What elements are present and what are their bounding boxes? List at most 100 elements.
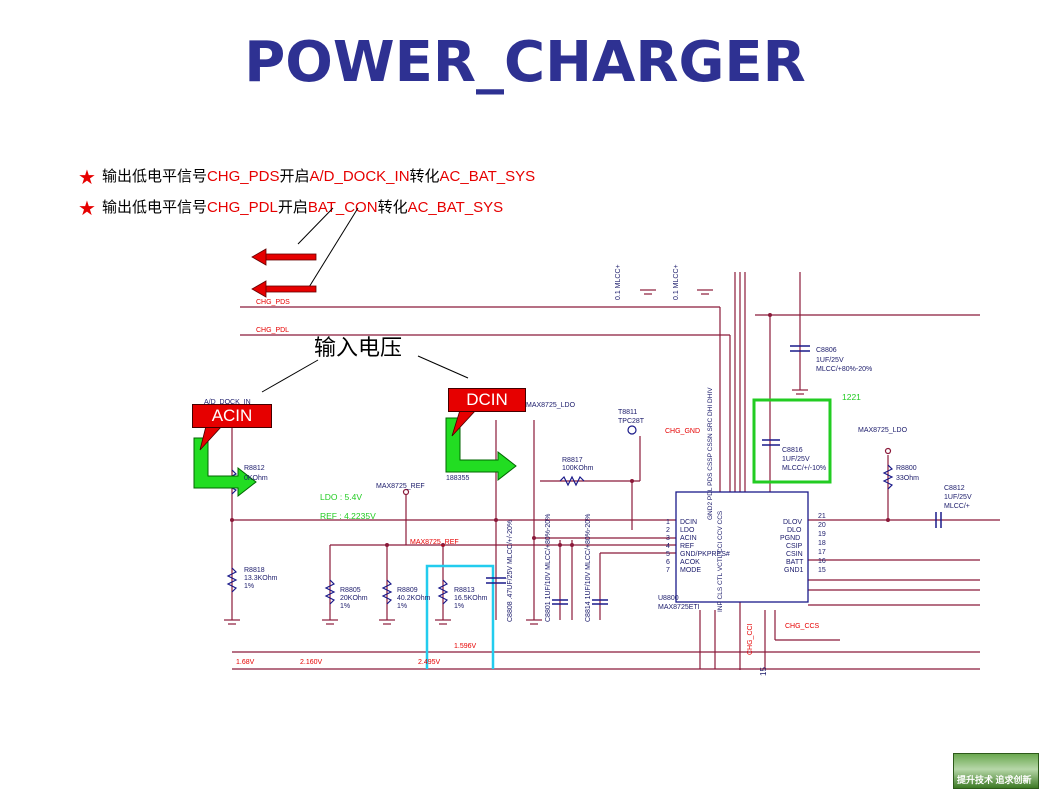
res-name: R8817 (562, 457, 583, 464)
ic-pin-num: 2 (666, 527, 670, 534)
ic-pin: BATT (786, 559, 804, 566)
voltage-label: 1.68V (236, 659, 255, 666)
cap-label: 0.1 MLCC+ (615, 264, 622, 300)
green-arrow-dcin (445, 417, 517, 482)
ic-bottom-pins: INP CLS CTL VCTL CCI CCV CCS (717, 510, 724, 612)
ic-pin: REF (680, 543, 694, 550)
red-arrow-pds (251, 248, 317, 266)
cap-name: C8816 (782, 447, 803, 454)
ldo-node (884, 447, 892, 455)
ic-pin: GND/PKPRES# (680, 551, 730, 558)
cap-value: 1UF/25V (944, 494, 972, 501)
green-arrow-acin (193, 437, 257, 498)
res-value: 33Ohm (896, 475, 919, 482)
ic-pin-num: 16 (818, 558, 826, 565)
tp-value: TPC28T (618, 418, 645, 425)
ic-pin: MODE (680, 567, 701, 574)
resistors (226, 464, 894, 605)
capacitors (486, 345, 942, 605)
ic-pin: GND1 (784, 567, 804, 574)
page-title: POWER_CHARGER (244, 30, 806, 95)
net-label: CHG_PDL (256, 327, 289, 334)
ic-pin-num: 5 (666, 551, 670, 558)
ic-pin-num: 1 (666, 519, 670, 526)
ldo-note: LDO : 5.4V (320, 492, 362, 502)
res-value: 13.3KOhm (244, 575, 278, 582)
ic-pin: DLO (787, 527, 802, 534)
net-label: A/D_DOCK_IN (204, 399, 251, 406)
ic-pin: CSIN (786, 551, 803, 558)
ic-u8800 (675, 491, 809, 603)
bullet-text: 开启 (277, 199, 308, 216)
cap-label: C8808 .47UF/25V MLCC/+/-20% (507, 520, 514, 622)
res-value: 16.5KOhm (454, 595, 488, 602)
res-tol: 1% (454, 603, 464, 610)
input-voltage-label: 输入电压 (314, 336, 403, 361)
cap-value: 1UF/25V (816, 357, 844, 364)
test-point (627, 425, 637, 435)
dcin-callout: DCIN (448, 388, 526, 412)
ref-note: REF : 4.2235V (320, 511, 376, 521)
ic-pin-num: 20 (818, 522, 826, 529)
res-tol: 1% (244, 583, 254, 590)
bullet-item: ★输出低电平信号CHG_PDL开启BAT_CON转化AC_BAT_SYS (78, 193, 504, 220)
ic-top-pins: GND2 PDL PDS CSSP CSSN SRC DHI DHIV (707, 387, 714, 520)
ic-pin: DLOV (783, 519, 802, 526)
pointer-line (417, 355, 469, 379)
res-tol: 1% (397, 603, 407, 610)
signal-name: CHG_PDS (206, 168, 280, 185)
cap-tol: MLCC/+80%-20% (816, 366, 872, 373)
ic-pin: CSIP (786, 543, 803, 550)
logo-text: 提升技术 追求创新 (957, 775, 1032, 785)
signal-name: BAT_CON (307, 199, 378, 216)
ic-pin-num: 17 (818, 549, 826, 556)
pointer-line (297, 207, 334, 245)
pointer-line (261, 359, 319, 393)
res-name: R8805 (340, 587, 361, 594)
res-tol: 1% (340, 603, 350, 610)
cap-value: 1UF/25V (782, 456, 810, 463)
cap-tol: MLCC/+/-10% (782, 465, 826, 472)
acin-callout: ACIN (192, 404, 272, 428)
ic-pin-num: 7 (666, 567, 670, 574)
ic-pin: ACOK (680, 559, 700, 566)
ic-part: MAX8725ETI (658, 604, 700, 611)
signal-name: AC_BAT_SYS (407, 199, 504, 216)
callout-tail (451, 409, 477, 437)
voltage-label: 2.495V (418, 659, 441, 666)
res-name: R8800 (896, 465, 917, 472)
star-icon: ★ (78, 167, 96, 189)
voltage-label: 2.160V (300, 659, 323, 666)
ic-pin: DCIN (680, 519, 697, 526)
net-label: CHG_PDS (256, 299, 290, 306)
net-label: CHG_CCI (747, 623, 754, 655)
code-note: 1221 (842, 392, 861, 402)
ref-node (402, 488, 410, 496)
res-value: 20KOhm (340, 595, 368, 602)
cap-label: C8801 1UF/10V MLCC/+80%-20% (545, 514, 552, 622)
highlight-box (752, 398, 832, 484)
cap-name: C8806 (816, 347, 837, 354)
wires (231, 272, 1000, 670)
ic-pin-num: 18 (818, 540, 826, 547)
signal-name: AC_BAT_SYS (439, 168, 536, 185)
ic-name: U8800 (658, 595, 679, 602)
ic-pin: LDO (680, 527, 695, 534)
voltage-label: 1.596V (454, 643, 477, 650)
ic-pin-num: 19 (818, 531, 826, 538)
callout-tail (199, 425, 223, 451)
res-value: 100KOhm (562, 465, 594, 472)
res-value: 40.2KOhm (397, 595, 431, 602)
bullet-text: 转化 (377, 199, 408, 216)
bullet-text: 开启 (279, 168, 310, 185)
ic-pin: ACIN (680, 535, 697, 542)
bullet-text: 输出低电平信号 (101, 199, 207, 216)
res-value: 0KOhm (244, 475, 268, 482)
cap-label: C8814 1UF/10V MLCC/+80%-20% (585, 514, 592, 622)
ic-pin-num: 6 (666, 559, 670, 566)
code-label: 188355 (446, 475, 469, 482)
pointer-line (305, 207, 359, 293)
res-name: R8813 (454, 587, 475, 594)
net-label: CHG_GND (665, 428, 700, 435)
